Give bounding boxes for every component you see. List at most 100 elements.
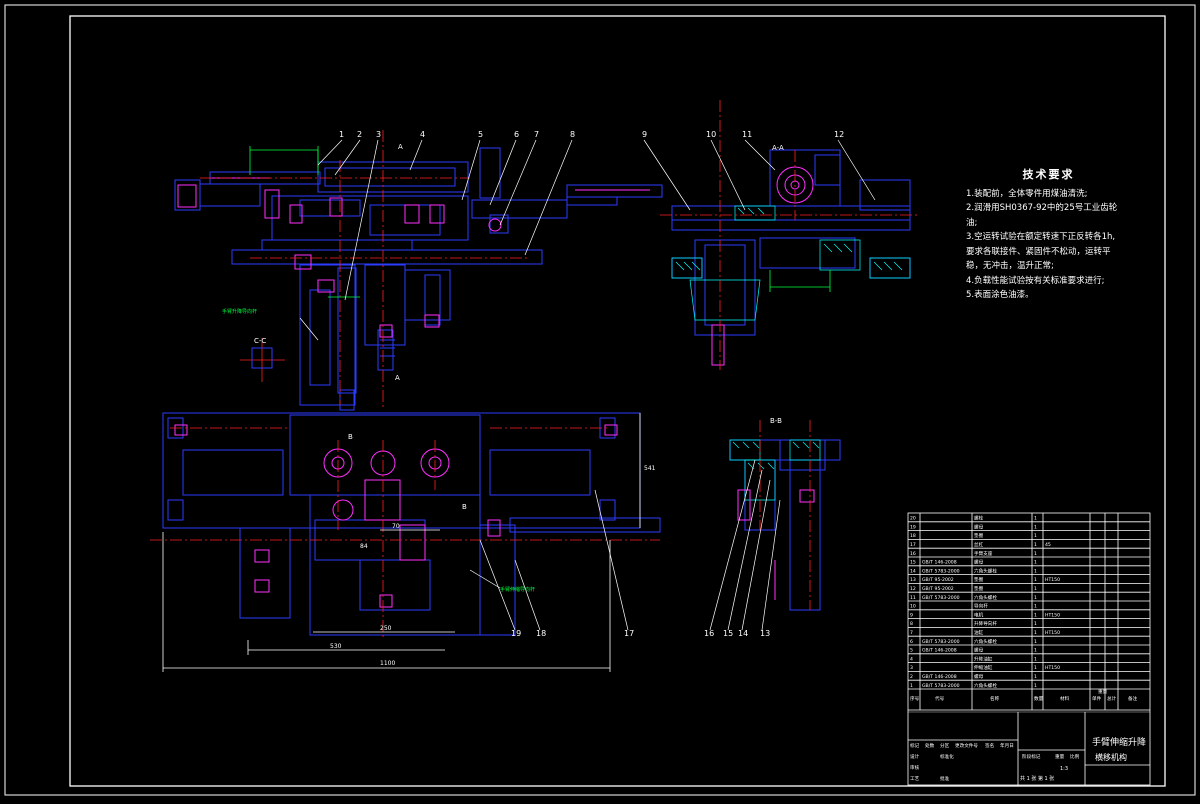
- callout-18: 18: [536, 629, 546, 638]
- tech-req-title: 技术要求: [1022, 168, 1075, 181]
- parts-list-cell: 4: [910, 656, 913, 662]
- parts-list-cell: 16: [910, 551, 916, 557]
- sign-block-cell: 标准化: [940, 753, 954, 760]
- parts-list-cell: 1: [1034, 665, 1037, 671]
- outer-border: [4, 4, 1196, 796]
- sign-block-cell: 批准: [940, 775, 950, 782]
- parts-list-cell: 螺母: [974, 559, 984, 566]
- section-mark-b-left: B: [348, 433, 353, 441]
- callout-numbers: 1 2 3 4 5 6 7 8 9 10 11 12 13 14 15 16 1…: [339, 130, 844, 638]
- section-c: [251, 347, 273, 369]
- dim-70: 70: [392, 523, 400, 530]
- parts-list-header: 单件: [1092, 695, 1102, 702]
- parts-list-cell: 1: [1034, 648, 1037, 654]
- sign-block-cell: 标记: [910, 742, 920, 749]
- parts-list-cell: HT150: [1045, 630, 1060, 636]
- parts-list-cell: 17: [910, 542, 916, 548]
- parts-list-cell: 螺母: [974, 673, 984, 680]
- parts-list-cell: 6: [910, 639, 913, 645]
- parts-list-cell: 垫圈: [974, 532, 984, 539]
- title-block-titles: 手臂伸缩升降 横移机构 1:3 共 1 张 第 1 张: [1020, 736, 1146, 782]
- parts-list-cell: 1: [910, 683, 913, 689]
- parts-list-cell: GB/T 5783-2000: [922, 595, 960, 601]
- plan-view-dims: [162, 413, 641, 672]
- sheet-info: 共 1 张 第 1 张: [1020, 775, 1054, 782]
- parts-list-cell: GB/T 95-2002: [922, 586, 954, 592]
- parts-list-cell: 1: [1034, 683, 1037, 689]
- tech-req-item: 3.空运转试验在额定转速下正反转各1h,: [966, 232, 1116, 242]
- sign-block-cell: 分区: [940, 742, 950, 749]
- callout-6: 6: [514, 130, 519, 139]
- callout-2: 2: [357, 130, 362, 139]
- parts-list-cell: 20: [910, 516, 916, 522]
- callout-13: 13: [760, 629, 770, 638]
- parts-list-cell: 1: [1034, 621, 1037, 627]
- parts-list-header: 名称: [990, 695, 1000, 702]
- parts-list-cell: GB/T 5783-2000: [922, 568, 960, 574]
- plan-view-details: [174, 424, 618, 608]
- front-view: [174, 147, 663, 411]
- parts-list-cell: 8: [910, 621, 913, 627]
- parts-list-cell: 7: [910, 630, 913, 636]
- tech-req-item: 4.负载性能试验按有关标准要求进行;: [966, 275, 1105, 286]
- leader-label-bottom: 手臂伸缩导向杆: [500, 586, 535, 593]
- tech-req-item: 1.装配前，全体零件用煤油清洗;: [966, 188, 1088, 199]
- parts-list-cell: 18: [910, 533, 916, 539]
- sign-block-cell: 签名: [985, 742, 994, 749]
- parts-list-cell: 14: [910, 568, 916, 574]
- side-view: [671, 149, 911, 336]
- parts-list-cell: 1: [1034, 551, 1037, 557]
- stage-label: 重量: [1055, 753, 1065, 760]
- side-view-centerlines: [660, 100, 920, 370]
- parts-list-cell: 1: [1034, 656, 1037, 662]
- parts-list-cell: 1: [1034, 560, 1037, 566]
- callout-19: 19: [511, 629, 521, 638]
- side-view-green: [769, 270, 831, 292]
- callout-15: 15: [723, 629, 733, 638]
- parts-list-cell: HT150: [1045, 665, 1060, 671]
- leader-label-left: 手臂升降导向杆: [222, 308, 257, 315]
- parts-list-cell: 1: [1034, 604, 1037, 610]
- callout-12: 12: [834, 130, 844, 139]
- front-view-centerlines: [200, 130, 530, 410]
- parts-list-cell: 1: [1034, 542, 1037, 548]
- callout-7: 7: [534, 130, 539, 139]
- sign-block-cell: 年月日: [1000, 742, 1014, 749]
- callout-11: 11: [742, 130, 752, 139]
- leaders: [299, 139, 876, 631]
- section-mark-aa: A-A: [772, 144, 784, 152]
- title-block: [907, 512, 1151, 786]
- parts-list-cell: 2: [910, 674, 913, 680]
- stage-label: 阶段标记: [1022, 753, 1041, 760]
- parts-list-cell: 1: [1034, 639, 1037, 645]
- section-bb: [729, 439, 841, 611]
- parts-list-cell: 1: [1034, 516, 1037, 522]
- tech-req-item: 要求各联接件、紧固件不松动，运转平: [966, 246, 1111, 257]
- dim-541: 541: [644, 465, 656, 472]
- tech-req-item: 5.表面涂色油漆。: [966, 290, 1034, 300]
- parts-list-cell: 六角头螺栓: [974, 682, 997, 689]
- section-labels: A-A B-B C-C A A B B: [254, 143, 784, 511]
- callout-16: 16: [704, 629, 714, 638]
- plan-view-centerlines: [150, 427, 660, 640]
- parts-list-cell: 5: [910, 648, 913, 654]
- parts-list-cell: 1: [1034, 586, 1037, 592]
- side-view-hatch: [671, 205, 911, 321]
- drawing-title: 手臂伸缩升降: [1092, 736, 1146, 748]
- callout-3: 3: [376, 130, 381, 139]
- drawing-scale: 1:3: [1060, 766, 1068, 772]
- parts-list-cell: GB/T 5783-2000: [922, 683, 960, 689]
- parts-list-cell: 1: [1034, 612, 1037, 618]
- parts-list-cell: HT150: [1045, 577, 1060, 583]
- section-mark-cc: C-C: [254, 337, 266, 345]
- parts-list-cell: 导向杆: [974, 603, 988, 610]
- parts-list-cell: 伸缩油缸: [974, 664, 993, 671]
- parts-list-cell: 丝杠: [974, 541, 984, 548]
- callout-10: 10: [706, 130, 716, 139]
- parts-list-cell: 1: [1034, 674, 1037, 680]
- parts-list-cell: 1: [1034, 533, 1037, 539]
- parts-list-cell: GB/T 146-2008: [922, 648, 957, 654]
